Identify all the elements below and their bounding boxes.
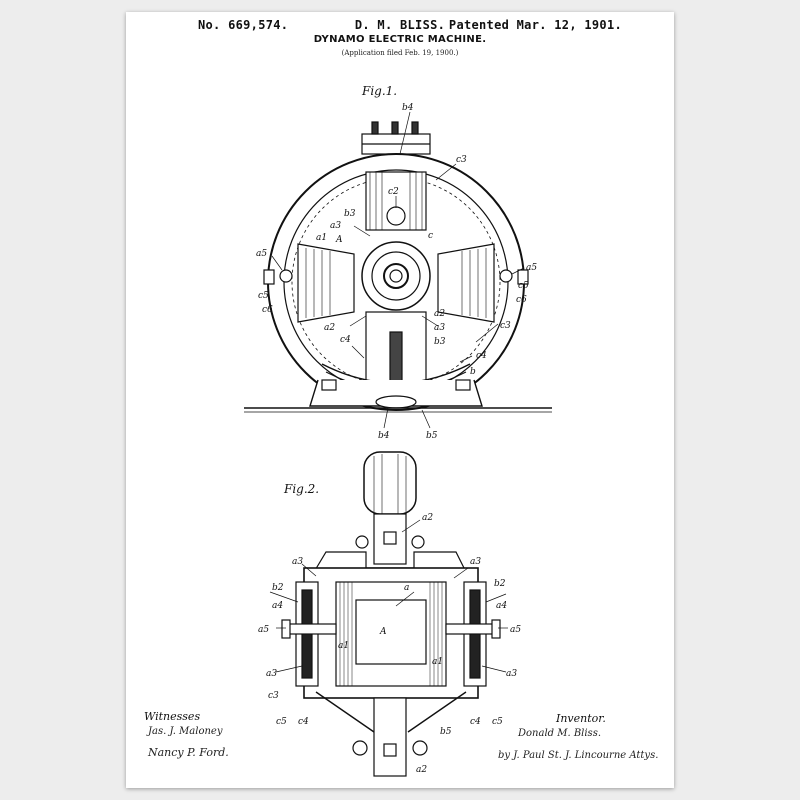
ref2-b2-right: b2 <box>494 579 506 589</box>
ref2-a2-top: a2 <box>422 513 433 523</box>
ref2-a4-right: a4 <box>496 601 507 611</box>
ref-b-right: b <box>470 367 476 377</box>
ref2-a1-right: a1 <box>432 657 443 667</box>
invention-title: DYNAMO ELECTRIC MACHINE. <box>313 34 487 45</box>
ref-c2: c2 <box>388 187 399 197</box>
ref2-a1-left: a1 <box>338 641 349 651</box>
ref-b3-mid: b3 <box>434 337 446 347</box>
ref-b5-bottom: b5 <box>426 431 438 441</box>
ref2-a3-tl: a3 <box>292 557 303 567</box>
ref2-c3: c3 <box>268 691 279 701</box>
fig1-drawing: b4 c3 c2 b3 a3 a1 A c a5 c5 c6 a5 c5 c6 … <box>244 103 552 441</box>
fig1-left-pole <box>297 243 355 323</box>
fig1-label: Fig.1. <box>362 84 398 98</box>
inventor-label: Inventor. <box>556 712 606 725</box>
ref-c6-right: c6 <box>516 295 527 305</box>
witness-signature-1: Jas. J. Maloney <box>148 726 223 737</box>
ref2-a3-br: a3 <box>506 669 517 679</box>
witness-signature-2: Nancy P. Ford. <box>148 746 229 759</box>
application-filed: (Application filed Feb. 19, 1900.) <box>341 49 459 57</box>
ref-c4-right: c4 <box>476 351 487 361</box>
ref-a5-left: a5 <box>256 249 267 259</box>
inventor-heading: D. M. BLISS. <box>354 18 446 32</box>
ref-c3-top: c3 <box>456 155 467 165</box>
fig2-braces <box>315 691 467 733</box>
fig2-pulley <box>363 451 417 515</box>
ref2-a3-tr: a3 <box>470 557 481 567</box>
ref2-A: A <box>379 627 387 637</box>
ref-c: c <box>428 231 433 241</box>
ref2-b5: b5 <box>440 727 452 737</box>
patent-number: No. 669,574. <box>198 18 289 32</box>
ref-A: A <box>335 235 343 245</box>
inventor-signature: Donald M. Bliss. <box>518 728 602 739</box>
ref-a3-mid: a3 <box>434 323 445 333</box>
ref2-a3-bl: a3 <box>266 669 277 679</box>
ref-a1: a1 <box>316 233 327 243</box>
fig2-label: Fig.2. <box>284 482 320 496</box>
fig2-core <box>355 599 427 665</box>
fig1-left-bolt <box>279 269 293 283</box>
patent-drawing: b4 c3 c2 b3 a3 a1 A c a5 c5 c6 a5 c5 c6 … <box>244 103 552 777</box>
ref-c3-right: c3 <box>500 321 511 331</box>
ref-b3: b3 <box>344 209 356 219</box>
fig1-right-pole <box>437 243 495 323</box>
ref2-b2-left: b2 <box>272 583 284 593</box>
ref2-c5-right: c5 <box>492 717 503 727</box>
fig1-terminal-post <box>411 121 419 135</box>
ref2-a: a <box>404 583 409 593</box>
witnesses-label: Witnesses <box>144 710 201 723</box>
ref2-c4-left: c4 <box>298 717 309 727</box>
ref-a5-right: a5 <box>526 263 537 273</box>
ref-c4-left: c4 <box>340 335 351 345</box>
fig2-right-bolt <box>445 623 497 635</box>
patent-sheet: No. 669,574. D. M. BLISS. Patented Mar. … <box>126 12 674 788</box>
ref2-a5-right: a5 <box>510 625 521 635</box>
fig1-brush-holder <box>386 206 406 226</box>
fig2-lower-shaft <box>373 697 407 777</box>
ref2-a4-left: a4 <box>272 601 283 611</box>
fig1-terminal-post <box>371 121 379 135</box>
fig2-drawing: a2 a3 a3 b2 b2 a4 a4 a5 a5 a A a1 a1 a3 … <box>258 451 521 777</box>
fig1-right-bolt <box>499 269 513 283</box>
ref-c5-left: c5 <box>258 291 269 301</box>
ref-b4-top: b4 <box>402 103 414 113</box>
fig1-terminal-post <box>391 121 399 135</box>
ref-b4-bottom: b4 <box>378 431 390 441</box>
ref-c6-left: c6 <box>262 305 273 315</box>
ref2-c5-left: c5 <box>276 717 287 727</box>
ref-a2-right: a2 <box>434 309 445 319</box>
ref2-c4-right: c4 <box>470 717 481 727</box>
patent-date: Patented Mar. 12, 1901. <box>448 18 622 32</box>
ref-a3: a3 <box>330 221 341 231</box>
ref2-a2-bottom: a2 <box>416 765 427 775</box>
fig2-left-bolt <box>285 623 337 635</box>
ref2-a5-left: a5 <box>258 625 269 635</box>
attorneys-signature: by J. Paul St. J. Lincourne Attys. <box>498 750 659 761</box>
ref-a2-left: a2 <box>324 323 335 333</box>
ref-c5-right: c5 <box>518 281 529 291</box>
